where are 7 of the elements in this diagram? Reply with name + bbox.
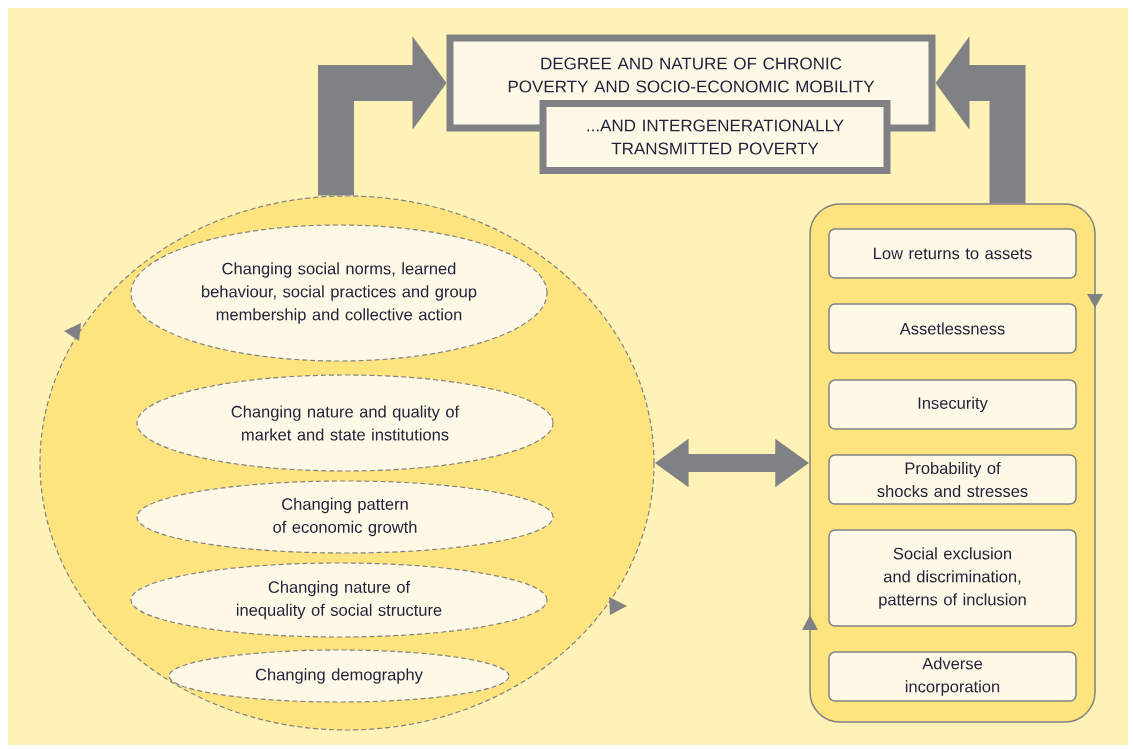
title-box: ...AND INTERGENERATIONALLY TRANSMITTED POVERTY <box>539 100 891 174</box>
factor-box: Low returns to assets <box>828 228 1077 279</box>
factor-box: Social exclusion and discrimination, patterns of inclusion <box>828 529 1077 627</box>
factor-box: Adverse incorporation <box>828 651 1077 702</box>
factor-box: Probability of shocks and stresses <box>828 454 1077 505</box>
factor-box: Assetlessness <box>828 303 1077 354</box>
factor-box: Insecurity <box>828 379 1077 430</box>
